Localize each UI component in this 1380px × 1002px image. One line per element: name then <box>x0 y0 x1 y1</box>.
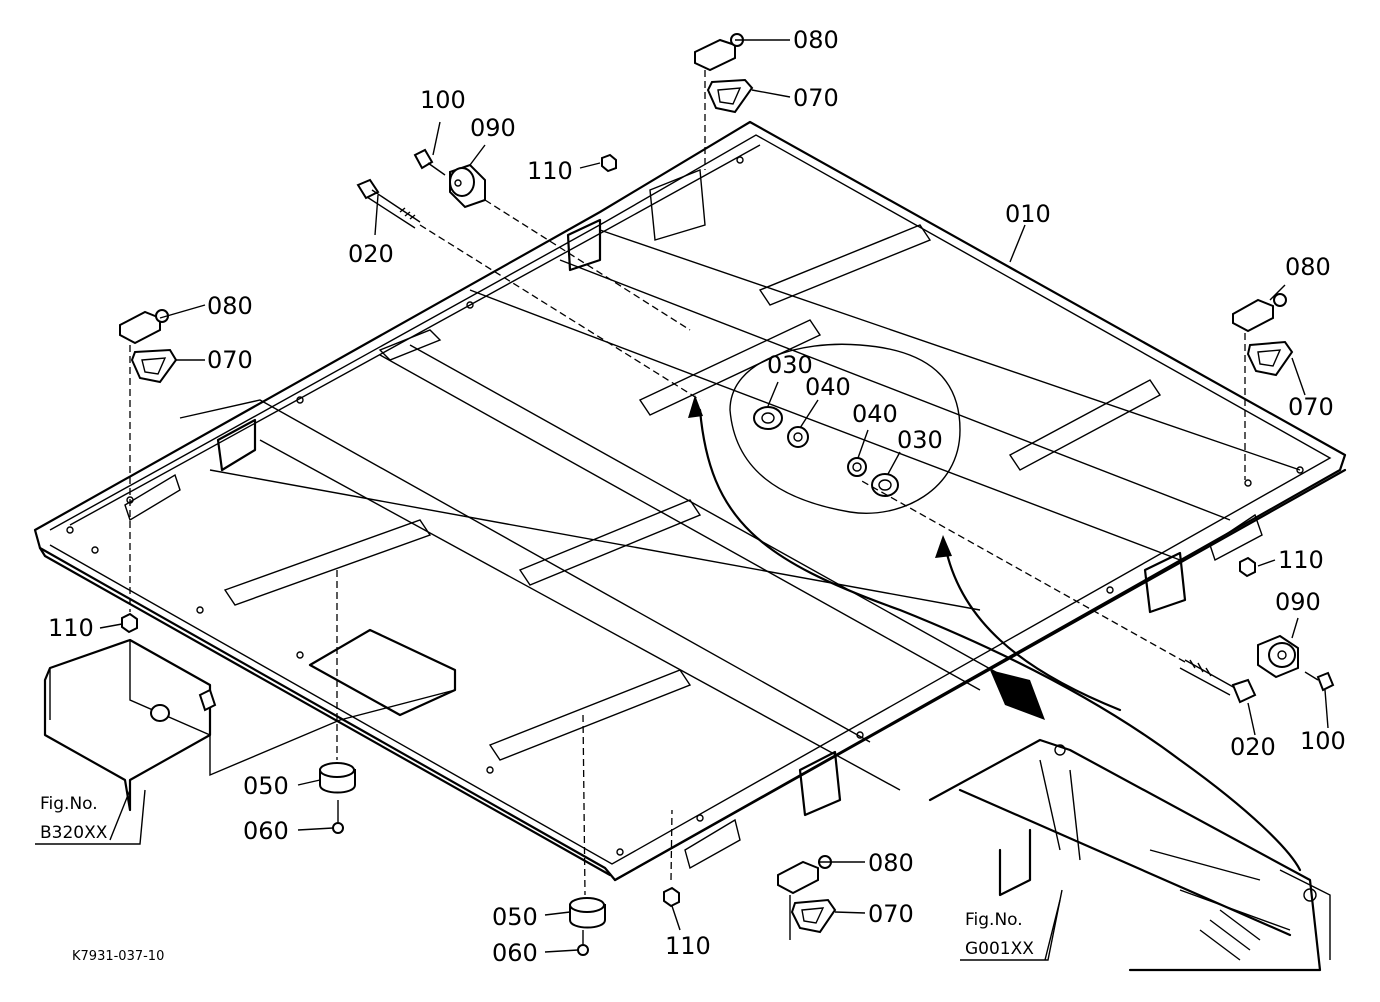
callout-080-bottom: 080 <box>868 849 914 877</box>
screw-100-b <box>1304 671 1335 692</box>
floor-frame-010 <box>33 120 1347 882</box>
callout-090-top: 090 <box>470 114 516 142</box>
spacer-090-a <box>449 163 691 331</box>
hook-080-a <box>694 33 744 170</box>
callout-040-a: 040 <box>805 373 851 401</box>
fig-ref-g001-line1: Fig.No. <box>965 910 1023 930</box>
fig-ref-g001-line2: G001XX <box>965 939 1034 959</box>
fig-ref-b320: Fig.No. B320XX <box>35 789 146 845</box>
callout-080-left: 080 <box>207 292 253 320</box>
bolt-020-a <box>356 178 701 401</box>
bushing-040-a <box>787 426 809 448</box>
callout-100-top: 100 <box>420 86 466 114</box>
chassis-g001 <box>928 738 1331 972</box>
callout-070-left: 070 <box>207 346 253 374</box>
callout-050-bottom: 050 <box>492 903 538 931</box>
isolator-050-b <box>569 714 606 929</box>
fig-ref-b320-line2: B320XX <box>40 823 108 843</box>
nut-110-a <box>601 153 617 173</box>
hook-080-c <box>1232 293 1287 480</box>
callout-040-b: 040 <box>852 400 898 428</box>
callout-labels: 080 070 100 090 110 020 010 080 070 080 … <box>48 26 1346 967</box>
ring-070-d <box>790 898 837 934</box>
callout-100-right: 100 <box>1300 727 1346 755</box>
callout-110-bottom: 110 <box>665 932 711 960</box>
callout-060-left: 060 <box>243 817 289 845</box>
callout-080-right: 080 <box>1285 253 1331 281</box>
callout-070-right: 070 <box>1288 393 1334 421</box>
fig-ref-b320-line1: Fig.No. <box>40 794 98 814</box>
callout-060-bottom: 060 <box>492 939 538 967</box>
callout-030-b: 030 <box>897 426 943 454</box>
screw-060-a <box>332 800 344 834</box>
screw-060-b <box>577 930 589 956</box>
callout-110-top: 110 <box>527 157 573 185</box>
callout-030-a: 030 <box>767 351 813 379</box>
nut-110-c <box>1239 556 1256 578</box>
nut-110-b <box>121 612 138 634</box>
nut-110-d <box>663 809 680 908</box>
detail-bubble <box>729 343 961 514</box>
callout-050-left: 050 <box>243 772 289 800</box>
bracket-b320 <box>43 638 456 812</box>
callout-010: 010 <box>1005 200 1051 228</box>
isolator-050-a <box>319 570 356 794</box>
spacer-090-b <box>1257 634 1299 679</box>
drawing-code: K7931-037-10 <box>72 949 164 964</box>
bushing-040-b <box>847 457 867 477</box>
callout-020-left: 020 <box>348 240 394 268</box>
nut-030-a <box>753 406 783 430</box>
callout-020-right: 020 <box>1230 733 1276 761</box>
nut-030-b <box>871 473 899 497</box>
screw-100-a <box>413 148 446 176</box>
ring-070-b <box>130 348 178 384</box>
callout-090-right: 090 <box>1275 588 1321 616</box>
fig-ref-g001: Fig.No. G001XX <box>960 889 1063 961</box>
callout-080-top: 080 <box>793 26 839 54</box>
bolt-020-b <box>859 479 1257 704</box>
routing-arrows <box>688 395 1302 872</box>
ring-070-c <box>1246 340 1294 377</box>
callout-070-bottom: 070 <box>868 900 914 928</box>
ring-070-a <box>706 78 754 114</box>
callout-110-left: 110 <box>48 614 94 642</box>
callout-070-top: 070 <box>793 84 839 112</box>
callout-110-right: 110 <box>1278 546 1324 574</box>
